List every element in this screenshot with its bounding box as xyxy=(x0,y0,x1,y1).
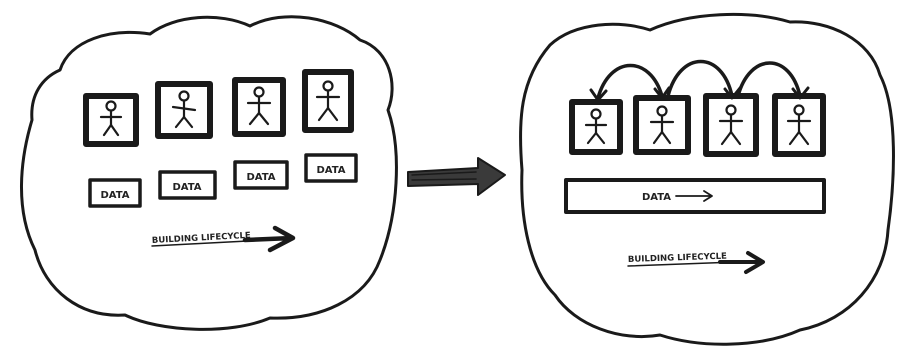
shared-data-bar: DATA xyxy=(566,180,824,212)
user-card-3 xyxy=(235,80,283,134)
data-flow-arrow-icon xyxy=(676,191,712,201)
data-label: DATA xyxy=(100,190,129,201)
user-card-2 xyxy=(158,84,210,136)
data-label: DATA xyxy=(642,192,671,203)
data-box-2: DATA xyxy=(160,172,215,198)
data-label: DATA xyxy=(316,165,345,176)
user-card-1 xyxy=(572,102,620,152)
left-caption: BUILDING LIFECYCLE xyxy=(152,228,293,250)
person-icon xyxy=(101,102,121,136)
data-label: DATA xyxy=(246,172,275,183)
person-icon xyxy=(317,82,339,121)
data-box-4: DATA xyxy=(306,155,356,181)
user-card-4 xyxy=(775,96,823,154)
right-user-cards xyxy=(572,96,823,154)
user-card-4 xyxy=(305,72,351,130)
data-label: DATA xyxy=(172,182,201,193)
user-card-1 xyxy=(86,96,136,144)
timeline-arrow-icon xyxy=(245,228,293,250)
user-card-2 xyxy=(636,98,688,152)
person-icon xyxy=(720,106,742,145)
user-card-3 xyxy=(706,96,756,154)
person-icon xyxy=(586,110,606,144)
transition-arrow-icon xyxy=(408,158,505,195)
left-user-cards xyxy=(86,72,351,144)
person-icon xyxy=(788,106,810,145)
right-caption: BUILDING LIFECYCLE xyxy=(628,252,763,272)
person-icon xyxy=(173,92,195,128)
left-data-boxes: DATA DATA DATA DATA xyxy=(90,155,356,206)
person-icon xyxy=(248,88,270,125)
data-box-3: DATA xyxy=(235,162,287,188)
data-box-1: DATA xyxy=(90,180,140,206)
person-icon xyxy=(651,107,673,144)
